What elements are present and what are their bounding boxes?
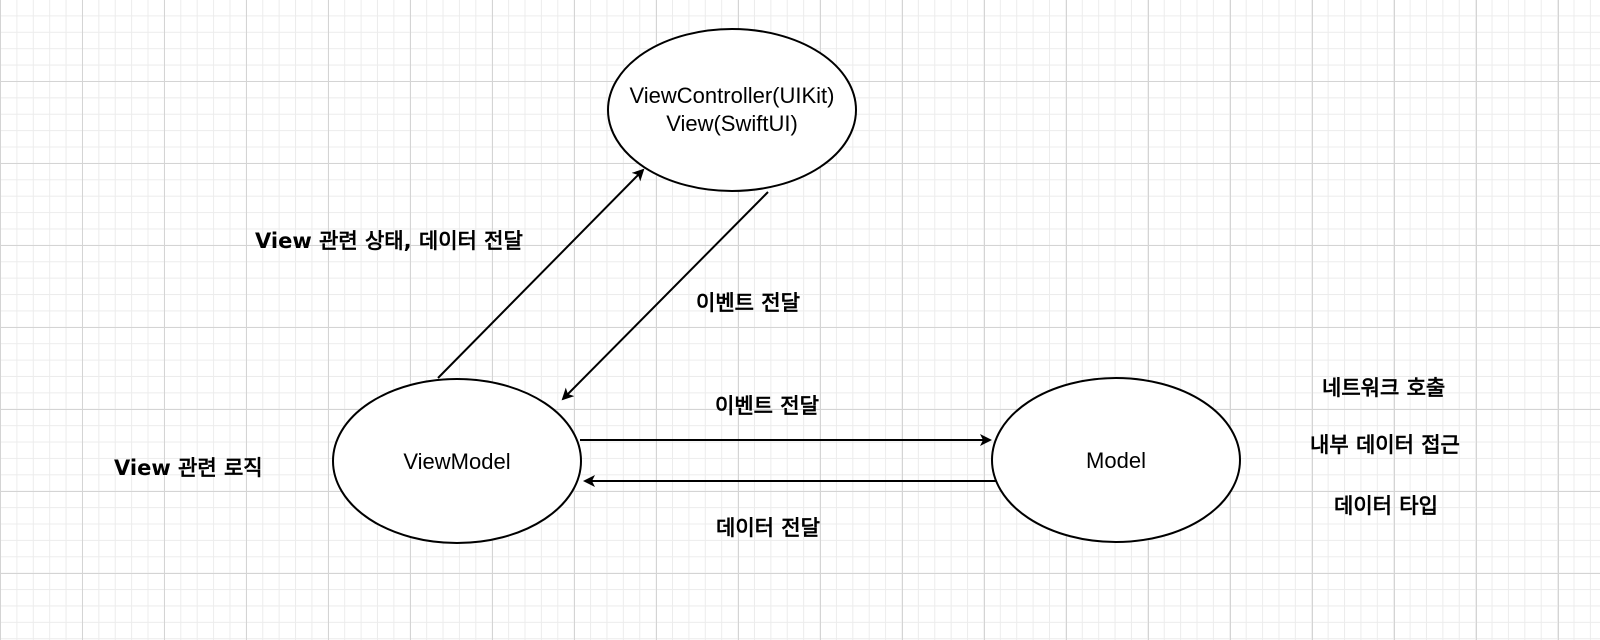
viewmodel-note: View 관련 로직	[114, 456, 263, 480]
edge-label-viewmodel-to-view: View 관련 상태, 데이터 전달	[255, 229, 523, 253]
view-node[interactable]: ViewController(UIKit) View(SwiftUI)	[607, 28, 857, 192]
model-note-network: 네트워크 호출	[1322, 376, 1446, 400]
model-node[interactable]: Model	[991, 377, 1241, 543]
edge-view-to-viewmodel[interactable]	[561, 191, 769, 401]
edge-label-view-to-viewmodel: 이벤트 전달	[696, 291, 800, 315]
view-node-shape	[607, 28, 857, 192]
viewmodel-node[interactable]: ViewModel	[332, 378, 582, 544]
edge-label-model-to-viewmodel: 데이터 전달	[716, 516, 820, 540]
viewmodel-node-shape	[332, 378, 582, 544]
edge-viewmodel-to-view[interactable]	[437, 168, 645, 379]
view-node-label-line1: ViewController(UIKit)	[630, 83, 835, 108]
view-node-label-line2: View(SwiftUI)	[666, 111, 798, 136]
viewmodel-node-label: ViewModel	[403, 449, 510, 474]
model-node-shape	[991, 377, 1241, 543]
model-note-data-type: 데이터 타입	[1334, 494, 1438, 518]
model-node-label: Model	[1086, 448, 1146, 473]
edge-label-viewmodel-to-model: 이벤트 전달	[715, 394, 819, 418]
model-note-internal-data: 내부 데이터 접근	[1310, 433, 1460, 457]
